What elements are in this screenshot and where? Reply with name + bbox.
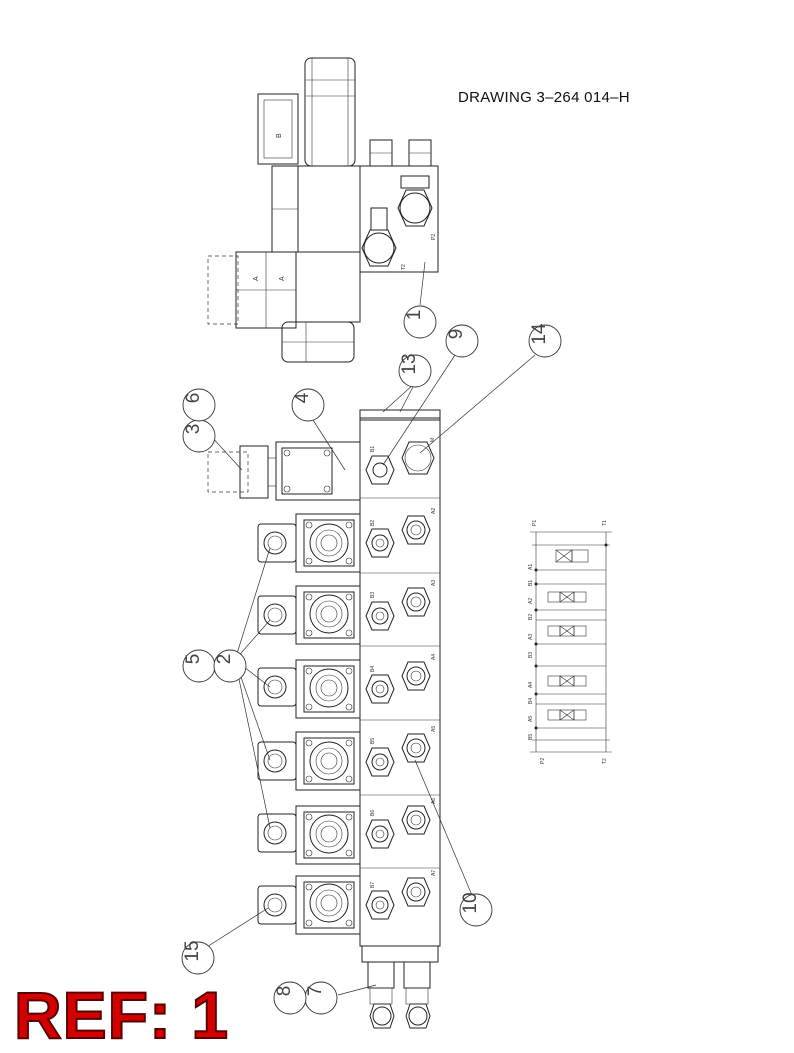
svg-text:3: 3 (183, 424, 204, 435)
svg-text:5: 5 (183, 654, 204, 665)
schem-label-b3: B3 (528, 652, 534, 658)
schem-label-t1: T1 (602, 520, 608, 526)
valve-section-3: B4 A4 (257, 654, 437, 719)
balloon-2: 2 (213, 649, 247, 683)
label-b6: B6 (370, 810, 376, 816)
schem-label-a5: A5 (528, 716, 534, 722)
solenoid-a1-label: A (253, 276, 260, 281)
schem-label-p1: P1 (532, 520, 538, 526)
label-m: M (430, 438, 436, 442)
svg-text:15: 15 (182, 940, 203, 961)
svg-text:4: 4 (292, 392, 313, 403)
balloon-14: 14 (528, 323, 562, 358)
solenoid-b-label: B (276, 133, 283, 138)
balloon-15: 15 (181, 940, 215, 975)
schem-label-b5: B5 (528, 734, 534, 740)
valve-section-1: B2 A2 (257, 508, 437, 573)
balloon-5: 5 (182, 649, 216, 683)
main-manifold: B1 M (359, 409, 441, 1029)
schem-label-t2: T2 (602, 758, 608, 764)
balloon-9: 9 (445, 324, 479, 358)
label-b2: B2 (370, 520, 376, 526)
label-a6: A6 (431, 798, 437, 804)
svg-text:6: 6 (183, 393, 204, 404)
schem-label-b2: B2 (528, 614, 534, 620)
svg-text:10: 10 (460, 892, 481, 913)
valve-section-6: B7 A7 (257, 870, 437, 935)
leader-lines (201, 261, 536, 996)
label-a3: A3 (431, 580, 437, 586)
valve-section-4: B5 A5 (257, 726, 437, 791)
schem-label-a4: A4 (528, 682, 534, 688)
svg-text:8: 8 (274, 986, 295, 997)
balloon-8: 8 (273, 981, 307, 1015)
schem-label-b1: B1 (528, 580, 534, 586)
svg-text:13: 13 (399, 353, 420, 374)
svg-text:2: 2 (214, 654, 235, 665)
hydraulic-schematic: P1 T1 A1 B1 A2 B2 A3 B3 A4 B4 A5 B5 P2 T… (528, 520, 612, 764)
schem-label-p2: P2 (540, 758, 546, 764)
valve-section-5: B6 A6 (257, 798, 437, 865)
drawing-title: DRAWING 3–264 014–H (458, 89, 630, 106)
ref-label: REF: 1 (13, 978, 230, 1052)
balloon-6: 6 (182, 388, 216, 422)
label-b1: B1 (370, 446, 376, 452)
solenoid-a2-label: A (279, 276, 286, 281)
balloon-13: 13 (398, 353, 432, 388)
label-b3: B3 (370, 592, 376, 598)
svg-text:1: 1 (404, 310, 425, 321)
balloon-4: 4 (291, 388, 325, 422)
schem-label-a3: A3 (528, 634, 534, 640)
port-t2-label: T2 (401, 264, 407, 270)
top-valve-assembly: B A A T2 P2 (207, 57, 439, 363)
label-a7: A7 (431, 870, 437, 876)
svg-text:7: 7 (305, 986, 326, 997)
valve-section-2: B3 A3 (257, 580, 437, 645)
label-a2: A2 (431, 508, 437, 514)
schem-label-a1: A1 (528, 564, 534, 570)
balloon-3: 3 (182, 419, 216, 453)
balloon-7: 7 (304, 981, 338, 1015)
label-b4: B4 (370, 666, 376, 672)
schem-label-b4: B4 (528, 698, 534, 704)
schem-label-a2: A2 (528, 598, 534, 604)
label-a4: A4 (431, 654, 437, 660)
svg-text:9: 9 (446, 329, 467, 340)
side-block (207, 441, 361, 501)
label-b7: B7 (370, 882, 376, 888)
port-p2-label: P2 (431, 234, 437, 240)
balloon-1: 1 (403, 305, 437, 339)
label-a5: A5 (431, 726, 437, 732)
label-b5: B5 (370, 738, 376, 744)
svg-text:14: 14 (529, 323, 550, 345)
balloon-10: 10 (459, 892, 493, 927)
